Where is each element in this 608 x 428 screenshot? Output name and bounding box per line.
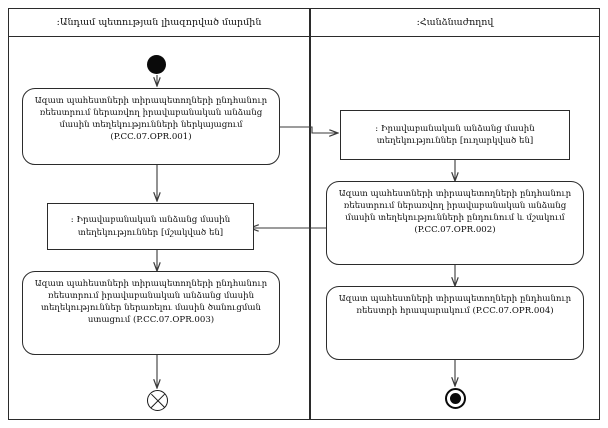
initial-node [147,55,166,74]
swimlane-title-right: :Հանձնաժողով [416,16,494,28]
swimlane-header-commission: :Հանձնաժողով [310,8,600,37]
object-node-info-processed[interactable]: : Իրավաբանական անձանց մասին տեղեկություն… [47,203,254,250]
activity-opr003[interactable]: Ազատ պահեստների տիրապետողների ընդհանուր … [22,271,280,355]
swimlane-header-member-state-authority: :Անդամ պետության լիազորված մարմին [8,8,310,37]
activity-opr002[interactable]: Ազատ պահեստների տիրապետողների ընդհանուր … [326,181,584,265]
swimlane-title-left: :Անդամ պետության լիազորված մարմին [56,16,262,28]
flow-final-node [147,390,168,411]
activity-opr001[interactable]: Ազատ պահեստների տիրապետողների ընդհանուր … [22,88,280,165]
object-node-info-sent[interactable]: : Իրավաբանական անձանց մասին տեղեկություն… [340,110,570,160]
activity-final-node [445,388,466,409]
activity-opr004[interactable]: Ազատ պահեստների տիրապետողների ընդհանուր … [326,286,584,360]
